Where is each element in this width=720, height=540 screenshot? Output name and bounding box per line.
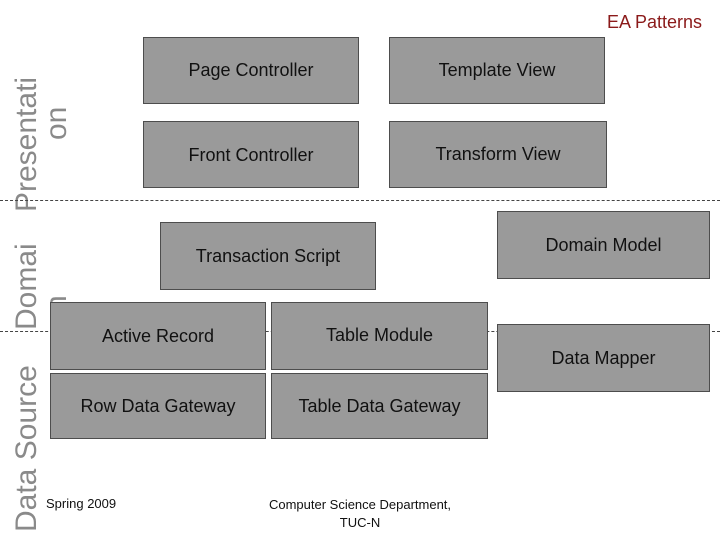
box-active-record: Active Record xyxy=(50,302,266,370)
box-template-view: Template View xyxy=(389,37,605,104)
box-label: Data Mapper xyxy=(551,347,656,368)
box-domain-model: Domain Model xyxy=(497,211,710,279)
box-transform-view: Transform View xyxy=(389,121,607,188)
box-label: Active Record xyxy=(101,325,215,346)
layer-label-presentation-line1: Presentati xyxy=(10,76,43,212)
box-transaction-script: Transaction Script xyxy=(160,222,376,290)
footer-department-line1: Computer Science Department, xyxy=(268,497,452,512)
footer-date: Spring 2009 xyxy=(46,496,117,511)
box-label: Table Data Gateway xyxy=(298,395,461,416)
box-label: Domain Model xyxy=(545,234,662,255)
box-label: Row Data Gateway xyxy=(80,395,236,416)
box-row-data-gateway: Row Data Gateway xyxy=(50,373,266,439)
slide-title: EA Patterns xyxy=(606,12,702,32)
box-page-controller: Page Controller xyxy=(143,37,359,104)
layer-label-datasource: Data Source xyxy=(10,365,43,532)
box-data-mapper: Data Mapper xyxy=(497,324,710,392)
footer-department-line2: TUC-N xyxy=(339,515,381,530)
box-table-data-gateway: Table Data Gateway xyxy=(271,373,488,439)
box-front-controller: Front Controller xyxy=(143,121,359,188)
layer-separator-presentation-domain xyxy=(0,200,720,201)
layer-label-presentation-line2: on xyxy=(40,106,73,140)
box-table-module: Table Module xyxy=(271,302,488,370)
box-label: Page Controller xyxy=(188,60,314,80)
box-label: Front Controller xyxy=(188,145,314,165)
box-label: Template View xyxy=(438,60,556,80)
box-label: Table Module xyxy=(325,325,434,345)
box-label: Transaction Script xyxy=(195,245,341,266)
box-label: Transform View xyxy=(435,144,561,164)
layer-label-domain-line1: Domai xyxy=(10,243,43,330)
footer-department: Computer Science Department, TUC-N xyxy=(240,496,480,532)
